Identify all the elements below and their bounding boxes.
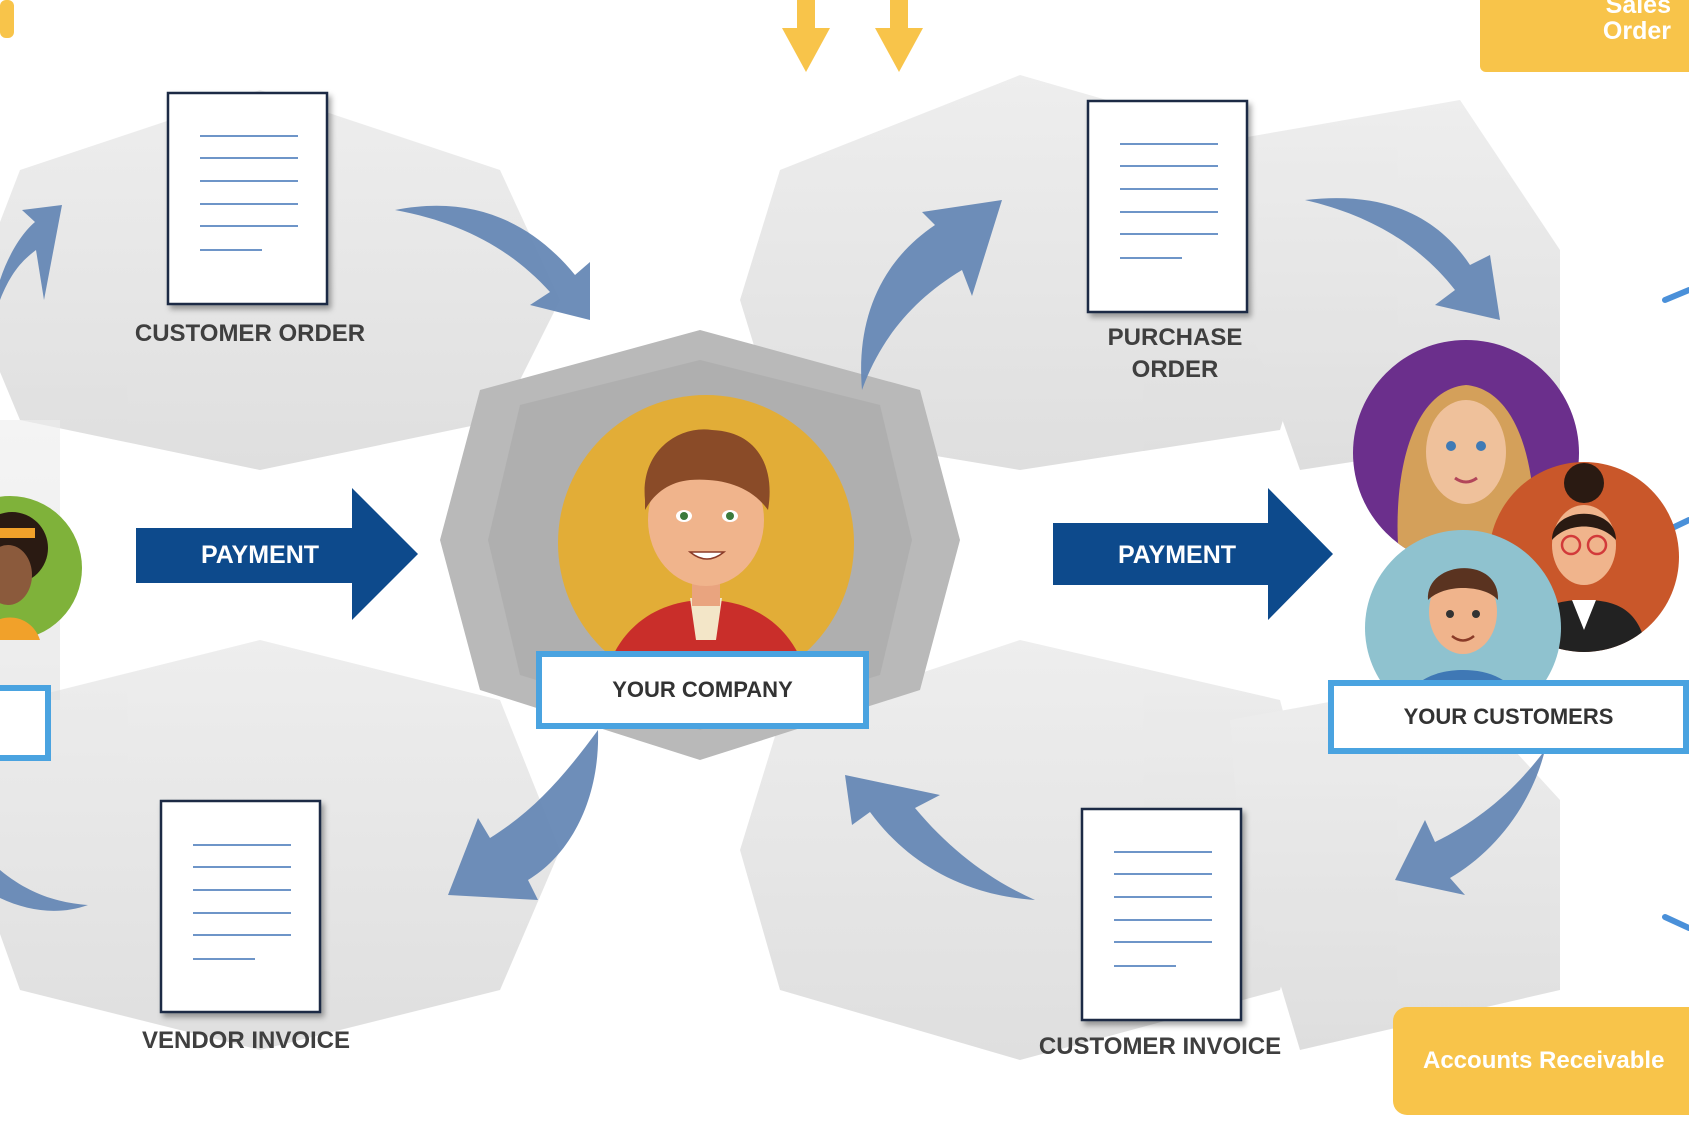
customer-order-label: CUSTOMER ORDER — [134, 320, 366, 347]
vendor-avatar-icon — [0, 496, 82, 640]
accounts-receivable-label: Accounts Receivable — [1423, 1047, 1665, 1074]
purchase-order-label: PURCHASE ORDER — [1040, 322, 1310, 386]
customers-avatar-icon — [1353, 340, 1679, 726]
edge-connector — [1662, 287, 1689, 931]
document-icon — [159, 91, 1249, 1022]
customers-name-label: YOUR CUSTOMERS — [1403, 704, 1614, 729]
corner-badge-topleft — [0, 0, 14, 38]
payment-arrow-left — [136, 488, 418, 620]
company-name-label: YOUR COMPANY — [612, 677, 793, 702]
sales-order-badge-top: Sales — [1605, 0, 1671, 19]
company-name-box[interactable]: YOUR COMPANY — [536, 651, 869, 729]
vendor-invoice-label: VENDOR INVOICE — [141, 1027, 351, 1054]
customers-name-box[interactable]: YOUR CUSTOMERS — [1328, 680, 1689, 754]
customer-invoice-label: CUSTOMER INVOICE — [1038, 1033, 1282, 1060]
sales-order-badge-bottom: Order — [1602, 17, 1671, 45]
sales-order-badge[interactable]: Sales Order — [1480, 0, 1689, 72]
document-lines — [193, 135, 1218, 967]
vendor-name-box — [0, 685, 51, 761]
payment-label-right: PAYMENT — [1117, 541, 1237, 569]
down-arrow-icon — [782, 0, 923, 72]
payment-arrow-right — [1053, 488, 1333, 620]
accounts-receivable-badge[interactable]: Accounts Receivable — [1393, 1007, 1689, 1115]
payment-label-left: PAYMENT — [200, 541, 320, 569]
purchase-order-label-line1: PURCHASE — [1107, 324, 1243, 351]
flow-arrow-icon — [0, 198, 1545, 911]
purchase-order-label-line2: ORDER — [1131, 356, 1219, 383]
